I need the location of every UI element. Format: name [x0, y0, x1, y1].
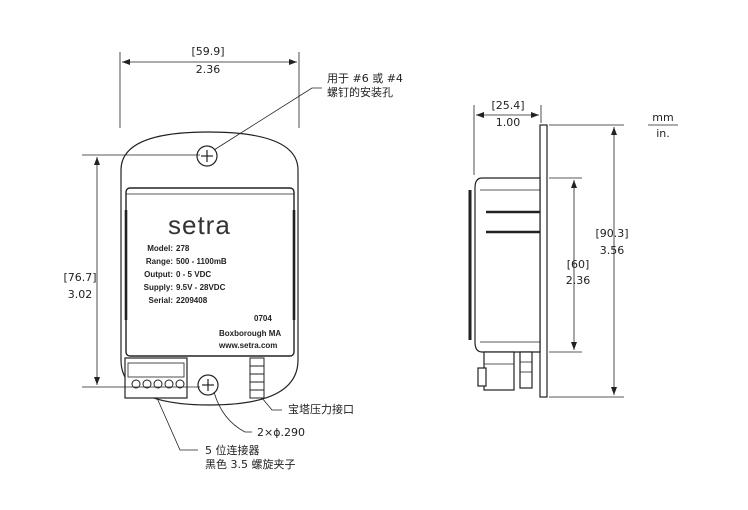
front-view: [120, 131, 299, 406]
front-height-mm: [76.7]: [63, 271, 96, 284]
spec-value-0: 278: [176, 244, 190, 253]
spec-table: Model: 278 Range: 500 - 1100mB Output: 0…: [144, 244, 227, 305]
front-width-dimension: [119, 52, 300, 128]
callout-pressure-fitting: 宝塔压力接口: [288, 402, 354, 416]
mounting-hole-bottom: [197, 374, 219, 396]
side-body-dimension: [549, 177, 582, 353]
label-website: www.setra.com: [218, 341, 277, 350]
spec-value-3: 9.5V - 28VDC: [176, 283, 226, 292]
front-width-mm: [59.9]: [191, 45, 224, 58]
front-width-in: 2.36: [196, 63, 221, 76]
front-height-dimension: [82, 154, 200, 388]
spec-value-2: 0 - 5 VDC: [176, 270, 211, 279]
brand-logo: setra: [168, 210, 231, 240]
spec-key-4: Serial:: [149, 296, 173, 305]
side-barb: [519, 351, 533, 389]
spec-key-1: Range:: [146, 257, 173, 266]
mounting-hole-top: [196, 145, 218, 167]
connector-block: [124, 357, 188, 399]
side-connector-screw: [477, 367, 487, 387]
housing-outline: [120, 131, 299, 406]
callout-mount-line1: 用于 #6 或 #4: [327, 72, 403, 85]
side-body: [474, 177, 541, 353]
callout-mount-line2: 螺钉的安装孔: [327, 85, 393, 99]
label-location: Boxborough MA: [219, 329, 281, 338]
leader-mount-hole: [213, 87, 322, 151]
label-code: 0704: [254, 314, 272, 323]
barb-fitting: [249, 357, 265, 399]
side-depth-in: 1.00: [496, 116, 521, 129]
side-depth-mm: [25.4]: [491, 99, 524, 112]
front-height-in: 3.02: [68, 288, 93, 301]
side-height-dimension: [549, 124, 624, 398]
connector-pins: [131, 379, 185, 389]
leader-hole-dia: [213, 391, 252, 433]
side-connector: [483, 351, 515, 391]
spec-value-1: 500 - 1100mB: [176, 257, 227, 266]
leader-connector: [156, 397, 198, 451]
units-mm: mm: [652, 111, 673, 124]
leader-pressure-fitting: [261, 397, 282, 411]
spec-key-3: Supply:: [144, 283, 173, 292]
units-in: in.: [656, 127, 670, 140]
side-body-in: 2.36: [566, 274, 591, 287]
side-height-in: 3.56: [600, 244, 625, 257]
callout-leaders: [156, 87, 322, 451]
spec-key-0: Model:: [147, 244, 173, 253]
callout-connector-line1: 5 位连接器: [205, 443, 260, 457]
side-height-mm: [90.3]: [595, 227, 628, 240]
side-depth-dimension: [473, 105, 542, 175]
side-flange: [539, 124, 548, 398]
spec-value-4: 2209408: [176, 296, 208, 305]
callout-hole-dia: 2×ɸ.290: [257, 426, 305, 439]
side-body-mm: [60]: [567, 258, 590, 271]
callout-connector-line2: 黑色 3.5 螺旋夹子: [205, 457, 296, 471]
spec-key-2: Output:: [144, 270, 173, 279]
side-view: [468, 124, 548, 398]
